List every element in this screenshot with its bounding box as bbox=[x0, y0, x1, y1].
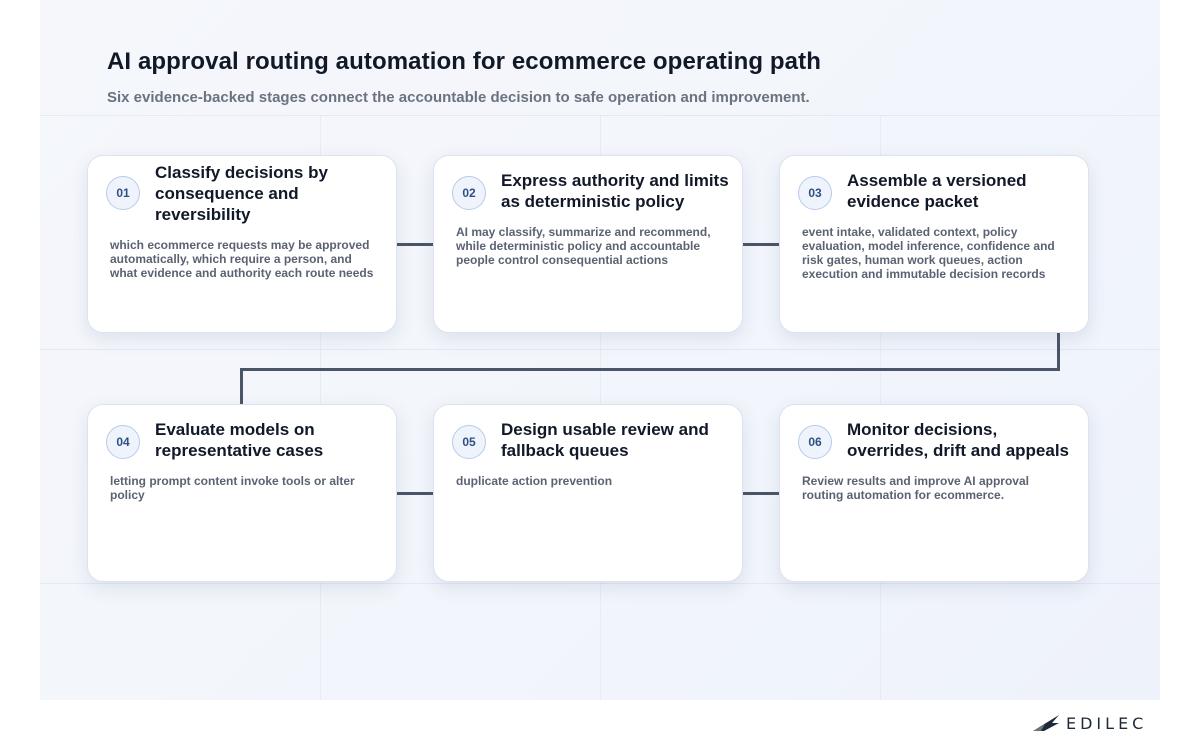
step-number-badge: 04 bbox=[106, 425, 140, 459]
step-card-01: 01 Classify decisions by consequence and… bbox=[87, 155, 397, 333]
step-description: event intake, validated context, policy … bbox=[802, 225, 1055, 281]
step-description: Review results and improve AI approval r… bbox=[802, 474, 1029, 502]
connector-04-up bbox=[240, 368, 243, 405]
connector-04-05 bbox=[397, 492, 434, 495]
step-number-badge: 05 bbox=[452, 425, 486, 459]
brand-mark-icon bbox=[1033, 715, 1059, 731]
step-card-05: 05 Design usable review and fallback que… bbox=[433, 404, 743, 582]
step-description: duplicate action prevention bbox=[456, 474, 613, 488]
grid-line bbox=[40, 349, 1160, 350]
step-number-badge: 03 bbox=[798, 176, 832, 210]
background-panel bbox=[40, 0, 1160, 700]
connector-03-down bbox=[1057, 333, 1060, 371]
step-title: Classify decisions by consequence and re… bbox=[155, 163, 328, 224]
step-title: Assemble a versioned evidence packet bbox=[847, 171, 1027, 211]
brand-name: EDILEC bbox=[1066, 713, 1148, 733]
step-description: which ecommerce requests may be approved… bbox=[110, 238, 374, 280]
step-title: Express authority and limits as determin… bbox=[501, 171, 729, 211]
step-number-badge: 02 bbox=[452, 176, 486, 210]
step-description: letting prompt content invoke tools or a… bbox=[110, 474, 355, 502]
step-title: Design usable review and fallback queues bbox=[501, 420, 709, 460]
step-card-03: 03 Assemble a versioned evidence packet … bbox=[779, 155, 1089, 333]
step-title: Evaluate models on representative cases bbox=[155, 420, 324, 460]
page-subtitle: Six evidence-backed stages connect the a… bbox=[107, 89, 810, 106]
step-number-badge: 01 bbox=[106, 176, 140, 210]
step-card-06: 06 Monitor decisions, overrides, drift a… bbox=[779, 404, 1089, 582]
connector-01-02 bbox=[397, 243, 434, 246]
grid-line bbox=[40, 583, 1160, 584]
brand-logo: EDILEC bbox=[1032, 712, 1147, 734]
step-description: AI may classify, summarize and recommend… bbox=[456, 225, 711, 267]
connector-02-03 bbox=[743, 243, 780, 246]
connector-05-06 bbox=[743, 492, 780, 495]
step-card-02: 02 Express authority and limits as deter… bbox=[433, 155, 743, 333]
step-number-badge: 06 bbox=[798, 425, 832, 459]
page-title: AI approval routing automation for ecomm… bbox=[107, 48, 821, 75]
step-title: Monitor decisions, overrides, drift and … bbox=[847, 420, 1070, 460]
grid-line bbox=[40, 115, 1160, 116]
step-card-04: 04 Evaluate models on representative cas… bbox=[87, 404, 397, 582]
connector-row-wrap bbox=[240, 368, 1060, 371]
